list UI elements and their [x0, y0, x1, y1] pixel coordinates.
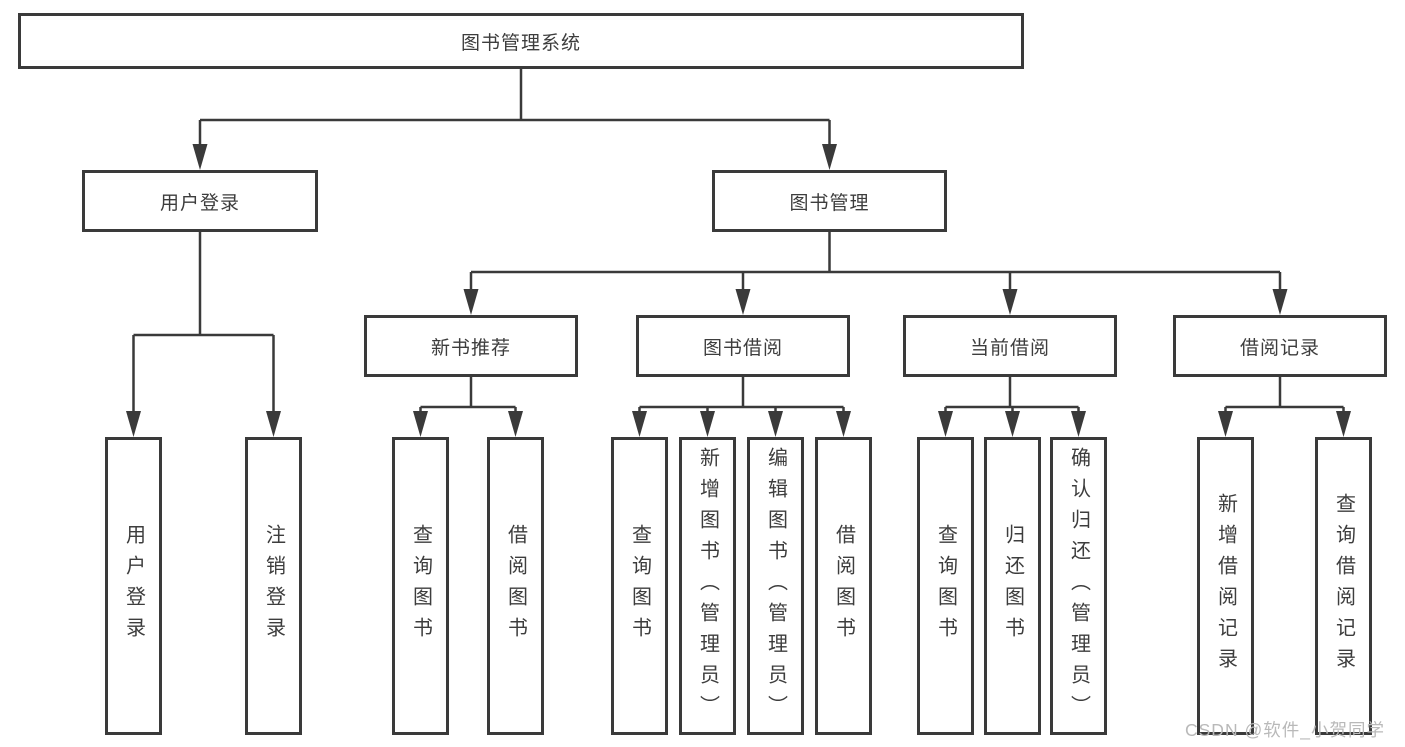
node-label: 图书管理	[789, 192, 870, 214]
node-label: 确认归还（管理员）	[1067, 446, 1090, 726]
leaf-borrow-borrow-book: 借阅图书	[815, 437, 872, 735]
node-new-book-recommend: 新书推荐	[364, 315, 578, 377]
leaf-newbook-borrow-book: 借阅图书	[487, 437, 544, 735]
node-borrow-record: 借阅记录	[1173, 315, 1387, 377]
node-label: 编辑图书（管理员）	[764, 446, 787, 726]
arrowhead-icon	[1272, 289, 1288, 315]
node-label: 借阅图书	[504, 524, 527, 648]
node-label: 新书推荐	[430, 337, 511, 359]
arrowhead-icon	[1336, 411, 1351, 437]
leaf-record-query-borrow-record: 查询借阅记录	[1315, 437, 1372, 735]
arrowhead-icon	[266, 411, 281, 437]
arrowhead-icon	[508, 411, 523, 437]
arrowhead-icon	[1218, 411, 1233, 437]
arrowhead-icon	[463, 289, 479, 315]
node-user-login: 用户登录	[82, 170, 318, 232]
leaf-current-return-book: 归还图书	[984, 437, 1041, 735]
node-label: 查询图书	[628, 524, 651, 648]
arrowhead-icon	[938, 411, 953, 437]
leaf-borrow-edit-book-admin: 编辑图书（管理员）	[747, 437, 804, 735]
arrowhead-icon	[700, 411, 715, 437]
leaf-borrow-query-book: 查询图书	[611, 437, 668, 735]
arrowhead-icon	[1002, 289, 1018, 315]
node-label: 借阅记录	[1239, 337, 1320, 359]
arrowhead-icon	[768, 411, 783, 437]
leaf-newbook-query-book: 查询图书	[392, 437, 449, 735]
node-book-management: 图书管理	[712, 170, 947, 232]
node-label: 图书管理系统	[460, 32, 581, 54]
leaf-logout: 注销登录	[245, 437, 302, 735]
node-system-root: 图书管理系统	[18, 13, 1024, 69]
node-label: 注销登录	[262, 524, 285, 648]
node-current-borrow: 当前借阅	[903, 315, 1117, 377]
csdn-watermark: CSDN @软件_小贺同学	[1185, 720, 1385, 740]
node-label: 借阅图书	[832, 524, 855, 648]
leaf-current-query-book: 查询图书	[917, 437, 974, 735]
arrowhead-icon	[192, 144, 208, 170]
node-label: 查询图书	[409, 524, 432, 648]
node-label: 当前借阅	[969, 337, 1050, 359]
node-book-borrow: 图书借阅	[636, 315, 850, 377]
node-label: 新增借阅记录	[1214, 493, 1237, 679]
node-label: 用户登录	[159, 192, 240, 214]
node-label: 图书借阅	[702, 337, 783, 359]
arrowhead-icon	[413, 411, 428, 437]
arrowhead-icon	[1071, 411, 1086, 437]
leaf-current-confirm-return-admin: 确认归还（管理员）	[1050, 437, 1107, 735]
leaf-user-login: 用户登录	[105, 437, 162, 735]
arrowhead-icon	[735, 289, 751, 315]
node-label: 查询借阅记录	[1332, 493, 1355, 679]
arrowhead-icon	[126, 411, 141, 437]
leaf-record-add-borrow-record: 新增借阅记录	[1197, 437, 1254, 735]
node-label: 归还图书	[1001, 524, 1024, 648]
arrowhead-icon	[632, 411, 647, 437]
node-label: 新增图书（管理员）	[696, 446, 719, 726]
leaf-borrow-add-book-admin: 新增图书（管理员）	[679, 437, 736, 735]
node-label: 查询图书	[934, 524, 957, 648]
arrowhead-icon	[822, 144, 837, 170]
node-label: 用户登录	[122, 524, 145, 648]
arrowhead-icon	[1005, 411, 1020, 437]
arrowhead-icon	[836, 411, 851, 437]
